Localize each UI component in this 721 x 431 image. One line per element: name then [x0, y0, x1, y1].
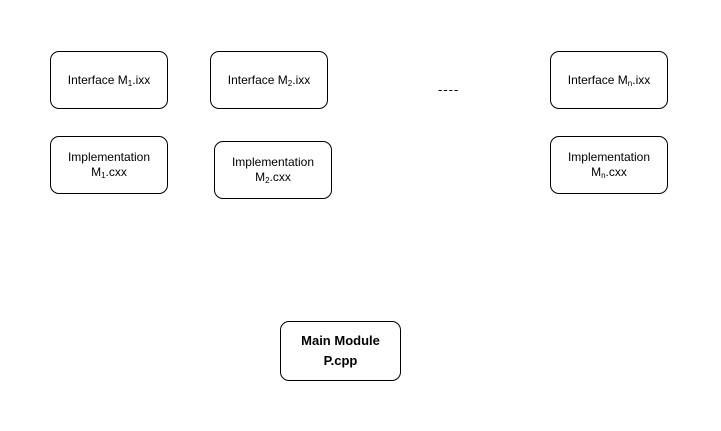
interface-label: Interface M2.ixx: [227, 72, 311, 88]
ellipsis-dashes: ----: [438, 82, 460, 97]
implementation-box-mn: Implementation Mn.cxx: [550, 136, 668, 194]
implementation-box-m1: Implementation M1.cxx: [50, 136, 168, 194]
main-module-label: Main Module P.cpp: [301, 333, 380, 368]
interface-label: Interface M1.ixx: [67, 72, 151, 88]
interface-box-mn: Interface Mn.ixx: [550, 51, 668, 109]
implementation-label: Implementation M2.cxx: [231, 155, 315, 185]
interface-box-m1: Interface M1.ixx: [50, 51, 168, 109]
main-module-box: Main Module P.cpp: [280, 321, 401, 381]
interface-label: Interface Mn.ixx: [567, 72, 651, 88]
interface-box-m2: Interface M2.ixx: [210, 51, 328, 109]
implementation-label: Implementation M1.cxx: [67, 150, 151, 180]
implementation-label: Implementation Mn.cxx: [567, 150, 651, 180]
implementation-box-m2: Implementation M2.cxx: [214, 141, 332, 199]
